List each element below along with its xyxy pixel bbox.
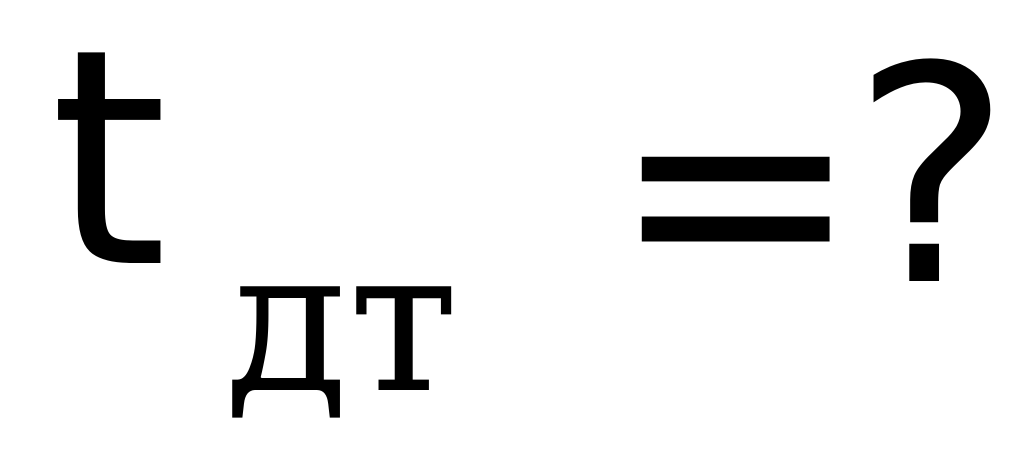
question-mark: ? [852,3,1012,352]
formula-variable: t [50,0,168,334]
formula-subscript: дт [225,205,459,438]
equals-sign: = [610,15,862,364]
